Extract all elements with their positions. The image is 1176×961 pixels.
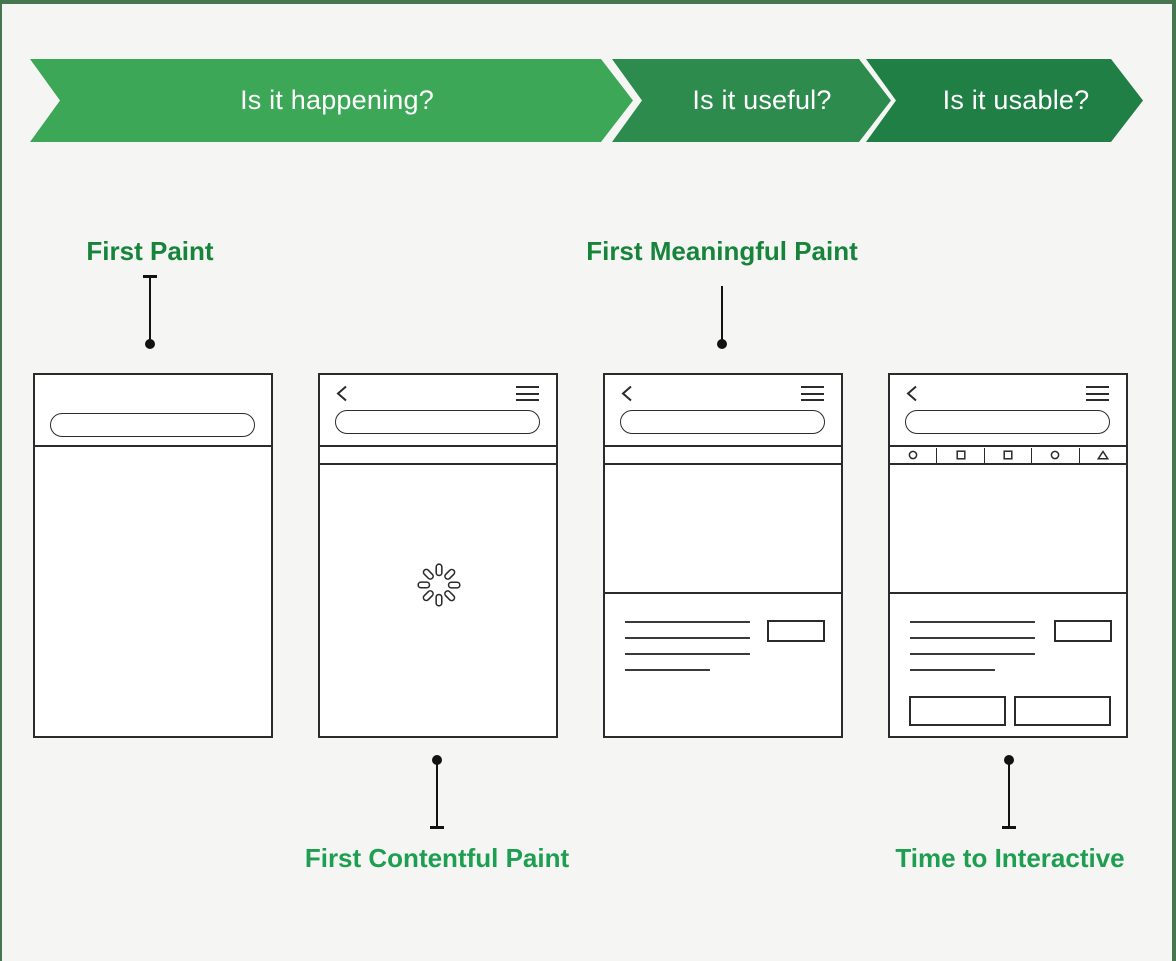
- hero-content-block: [890, 465, 1126, 594]
- tab-item[interactable]: [1032, 447, 1080, 463]
- phone-mockup-first-contentful-paint: [318, 373, 558, 738]
- first-meaningful-paint-connector-line: [720, 286, 724, 343]
- phone-mockup-first-meaningful-paint: [603, 373, 843, 738]
- browser-header: [605, 375, 841, 447]
- text-line: [625, 637, 750, 639]
- back-icon[interactable]: [906, 385, 918, 402]
- text-line: [625, 621, 750, 623]
- browser-header: [35, 375, 271, 447]
- text-line: [625, 653, 750, 655]
- first-paint-label: First Paint: [86, 236, 214, 266]
- url-bar[interactable]: [50, 413, 255, 437]
- hamburger-menu-icon[interactable]: [516, 386, 539, 401]
- text-line: [910, 669, 995, 671]
- text-line: [910, 637, 1035, 639]
- tab-bar: [890, 447, 1126, 465]
- first-contentful-paint-label: First Contentful Paint: [304, 843, 570, 873]
- time-to-interactive-connector-cap: [1002, 826, 1016, 829]
- back-icon[interactable]: [621, 385, 633, 402]
- url-bar[interactable]: [620, 410, 825, 434]
- url-bar[interactable]: [905, 410, 1110, 434]
- tab-item[interactable]: [985, 447, 1033, 463]
- square-icon: [956, 450, 966, 460]
- cta-button-left[interactable]: [909, 696, 1006, 726]
- cta-button-right[interactable]: [1014, 696, 1111, 726]
- browser-header: [890, 375, 1126, 447]
- time-to-interactive-label: Time to Interactive: [895, 843, 1125, 873]
- circle-icon: [908, 450, 918, 460]
- toolbar-strip: [320, 448, 556, 465]
- frame-border-right: [1172, 0, 1176, 961]
- phone-mockup-first-paint: [33, 373, 273, 738]
- text-line: [910, 653, 1035, 655]
- chevron-is-it-usable: [866, 59, 1143, 142]
- first-paint-connector-dot: [145, 339, 155, 349]
- frame-border-top: [0, 0, 1176, 4]
- text-line: [910, 621, 1035, 623]
- time-to-interactive-connector-line: [1007, 763, 1011, 827]
- square-icon: [1003, 450, 1013, 460]
- first-contentful-paint-connector-dot: [432, 755, 442, 765]
- hero-content-block: [605, 465, 841, 594]
- first-contentful-paint-connector-cap: [430, 826, 444, 829]
- hamburger-menu-icon[interactable]: [1086, 386, 1109, 401]
- action-button[interactable]: [767, 620, 825, 642]
- tab-item[interactable]: [937, 447, 985, 463]
- chevron-banner: [30, 59, 1143, 142]
- first-meaningful-paint-connector-dot: [717, 339, 727, 349]
- tab-item[interactable]: [1080, 448, 1126, 463]
- browser-header: [320, 375, 556, 447]
- first-paint-connector-line: [148, 275, 152, 343]
- frame-border-left: [0, 0, 2, 961]
- url-bar[interactable]: [335, 410, 540, 434]
- first-meaningful-paint-label: First Meaningful Paint: [586, 236, 858, 266]
- first-contentful-paint-connector-line: [435, 763, 439, 827]
- chevron-is-it-happening: [30, 59, 633, 142]
- circle-icon: [1051, 450, 1060, 460]
- toolbar-strip: [605, 448, 841, 465]
- loading-spinner-icon: [417, 563, 461, 607]
- triangle-icon: [1096, 450, 1109, 460]
- action-button[interactable]: [1054, 620, 1112, 642]
- time-to-interactive-connector-dot: [1004, 755, 1014, 765]
- banner-step-label: Is it happening?: [240, 85, 434, 115]
- banner-step-label: Is it useful?: [692, 85, 832, 115]
- hamburger-menu-icon[interactable]: [801, 386, 824, 401]
- banner-step-label: Is it usable?: [942, 85, 1090, 115]
- phone-mockup-time-to-interactive: [888, 373, 1128, 738]
- tab-item[interactable]: [890, 447, 938, 463]
- text-line: [625, 669, 710, 671]
- chevron-is-it-useful: [612, 59, 891, 142]
- back-icon[interactable]: [336, 385, 348, 402]
